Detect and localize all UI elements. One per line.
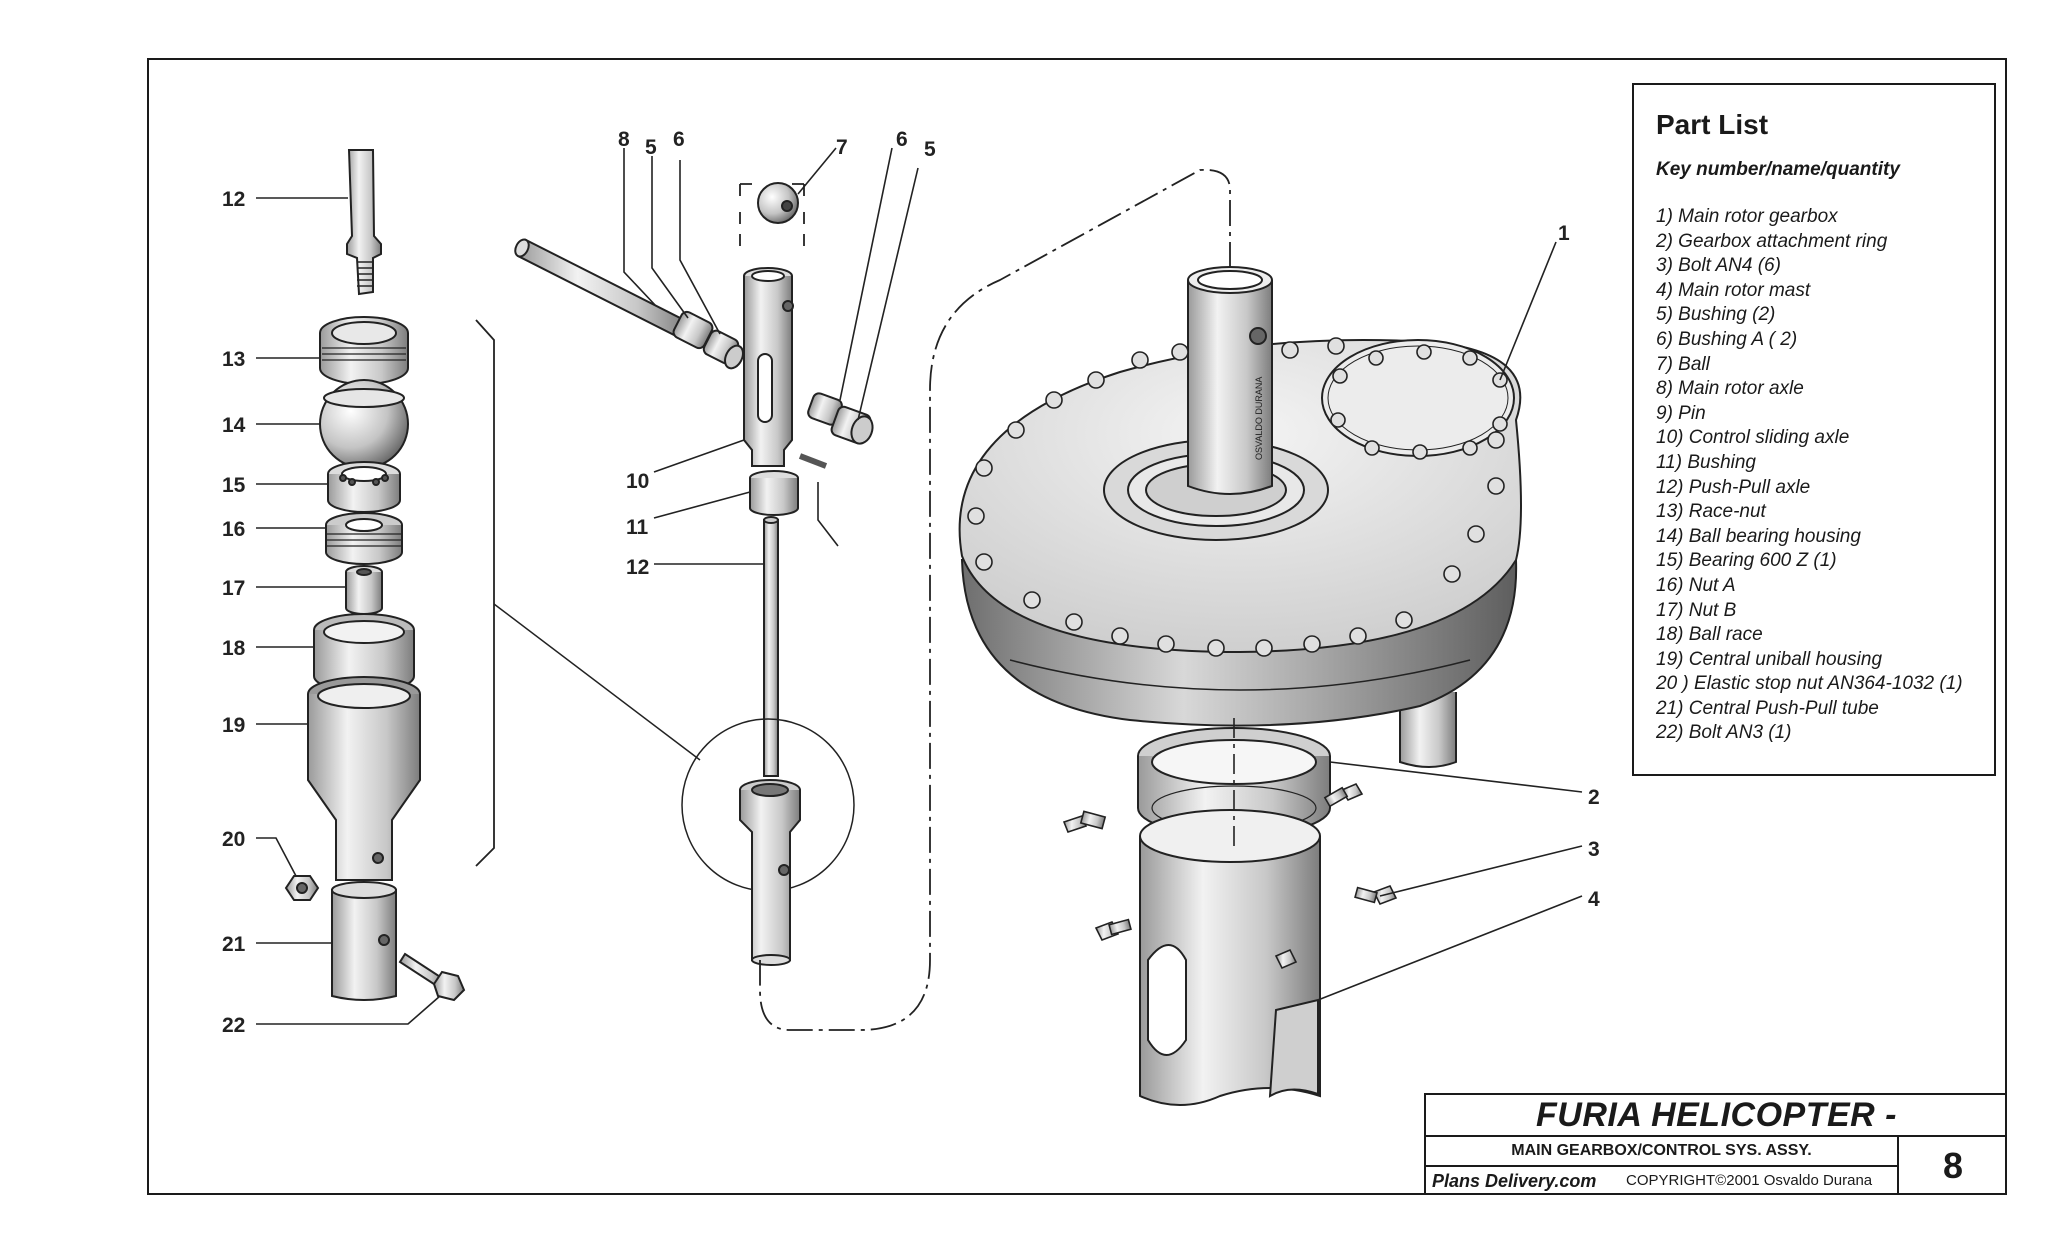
part-list-item: 6) Bushing A ( 2): [1656, 328, 1798, 350]
ball-bearing-housing-part: [319, 379, 409, 469]
part-list-item: 12) Push-Pull axle: [1656, 476, 1811, 498]
gearbox-bolts: [967, 337, 1508, 657]
bushing-left-part: [672, 310, 744, 370]
callout-2: 2: [1588, 786, 1600, 809]
part-list-item: 13) Race-nut: [1656, 501, 1766, 523]
push-pull-axle-part: [346, 149, 382, 296]
mast-stamp: OSVALDO DURANA: [1254, 377, 1264, 460]
callout-12-middle: 12: [626, 556, 649, 579]
part-list-items: 1) Main rotor gearbox 2) Gearbox attachm…: [1656, 205, 1972, 746]
callout-8: 8: [618, 128, 630, 151]
nut-a-part: [325, 512, 403, 565]
left-exploded-stack: [284, 149, 495, 1002]
nut-b-part: [345, 565, 383, 615]
callout-17: 17: [222, 577, 245, 600]
part-list-item: 11) Bushing: [1656, 451, 1756, 473]
pin-part: [798, 453, 828, 469]
leader-lines: [256, 147, 1583, 1025]
callout-19: 19: [222, 714, 245, 737]
ball-race-part: [313, 613, 415, 693]
main-rotor-mast-tube-part: [1139, 809, 1321, 1106]
brand-label: Plans Delivery.com: [1432, 1171, 1597, 1191]
drawing-title: FURIA HELICOPTER -: [1426, 1095, 2007, 1137]
part-list-item: 18) Ball race: [1656, 624, 1763, 646]
central-push-pull-tube-part: [331, 881, 397, 1001]
callout-1: 1: [1558, 222, 1570, 245]
title-block: FURIA HELICOPTER - MAIN GEARBOX/CONTROL …: [1424, 1093, 2007, 1195]
callout-6-left: 6: [673, 128, 685, 151]
callout-22: 22: [222, 1014, 245, 1037]
copyright-label: COPYRIGHT©2001 Osvaldo Durana: [1626, 1172, 1873, 1189]
callout-18: 18: [222, 637, 246, 660]
callout-6-right: 6: [896, 128, 908, 151]
main-rotor-axle-part: [516, 238, 690, 340]
callout-3: 3: [1588, 838, 1600, 861]
callout-5-right: 5: [924, 138, 936, 161]
part-list-item: 7) Ball: [1656, 353, 1710, 375]
callout-20: 20: [222, 828, 245, 851]
part-list-item: 17) Nut B: [1656, 599, 1737, 621]
callout-13: 13: [222, 348, 245, 371]
callout-numbers: 12 13 14 15 16 17 18 19 20 21 22 8 5 6 7…: [222, 128, 1600, 1037]
middle-control-assembly: [493, 182, 874, 966]
part-list-item: 2) Gearbox attachment ring: [1656, 230, 1888, 252]
part-list-item: 5) Bushing (2): [1656, 304, 1776, 326]
bushing-right-part: [807, 392, 874, 445]
part-list-title: Part List: [1656, 109, 1769, 140]
callout-16: 16: [222, 518, 245, 541]
part-list-item: 21) Central Push-Pull tube: [1656, 697, 1879, 719]
bolt-an3-part: [398, 952, 466, 1002]
callout-21: 21: [222, 933, 246, 956]
sheet-number: 8: [1942, 1145, 1964, 1186]
control-sliding-axle-part: [743, 267, 794, 467]
central-uniball-housing-part: [307, 676, 421, 881]
part-list-item: 14) Ball bearing housing: [1656, 525, 1861, 547]
part-list-panel: Part List Key number/name/quantity 1) Ma…: [1632, 83, 1996, 776]
callout-5-left: 5: [645, 136, 657, 159]
part-list-item: 9) Pin: [1656, 402, 1706, 424]
drawing-frame: [147, 58, 2007, 1195]
drawing-subtitle: MAIN GEARBOX/CONTROL SYS. ASSY.: [1426, 1137, 1899, 1167]
part-list-item: 10) Control sliding axle: [1656, 427, 1850, 449]
part-list-item: 1) Main rotor gearbox: [1656, 206, 1838, 227]
detail-fitting: [739, 779, 801, 966]
callout-15: 15: [222, 474, 246, 497]
bushing-11-part: [749, 470, 799, 516]
callout-11: 11: [626, 516, 649, 539]
part-list-item: 3) Bolt AN4 (6): [1656, 255, 1781, 277]
bearing-part: [327, 461, 401, 513]
part-list-item: 4) Main rotor mast: [1656, 279, 1811, 301]
ball-part: [739, 182, 805, 246]
push-pull-rod-part: [763, 516, 779, 777]
part-list-item: 19) Central uniball housing: [1656, 648, 1883, 670]
callout-14: 14: [222, 414, 246, 437]
callout-12-left: 12: [222, 188, 245, 211]
part-list-item: 15) Bearing 600 Z (1): [1656, 550, 1837, 572]
callout-7: 7: [836, 136, 848, 159]
part-list-item: 20 ) Elastic stop nut AN364-1032 (1): [1656, 673, 1963, 695]
part-list-item: 8) Main rotor axle: [1656, 378, 1804, 400]
part-list-item: 22) Bolt AN3 (1): [1656, 722, 1792, 744]
part-list-subtitle: Key number/name/quantity: [1656, 159, 1900, 180]
main-gearbox-assembly: OSVALDO DURANA: [958, 266, 1522, 1106]
callout-4: 4: [1588, 888, 1600, 911]
part-list-item: 16) Nut A: [1656, 574, 1736, 596]
race-nut-part: [319, 316, 409, 385]
bolts-an4: [1062, 782, 1398, 970]
title-block-footer: Plans Delivery.com COPYRIGHT©2001 Osvald…: [1426, 1167, 1899, 1195]
assembly-path-dashed: [759, 168, 1231, 1031]
callout-10: 10: [626, 470, 649, 493]
elastic-stop-nut-part: [284, 875, 320, 901]
